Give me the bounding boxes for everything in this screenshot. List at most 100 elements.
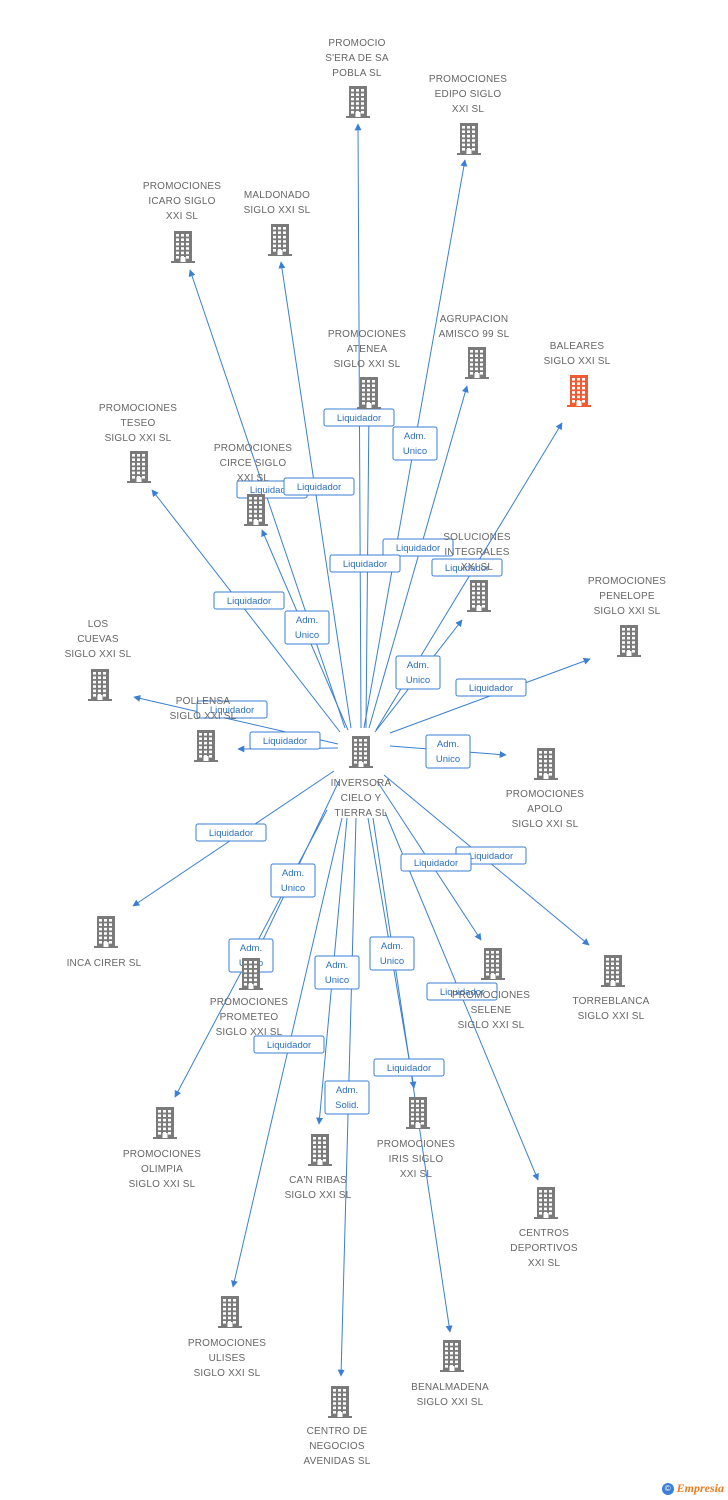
building-icon-center[interactable] (349, 736, 373, 768)
edge-label-text: Liquidador (337, 413, 381, 424)
node-label-apolo-line: PROMOCIONES (506, 789, 584, 800)
edge-label-cuevas[interactable]: Liquidador (196, 700, 268, 719)
edge-to-amisco (368, 385, 469, 729)
edge-label-promocio-sera[interactable]: Liquidador (323, 408, 395, 427)
node-label-amisco-line: AMISCO 99 SL (439, 329, 510, 340)
edge-label-box (213, 591, 285, 610)
node-label-atenea-line: ATENEA (347, 344, 388, 355)
building-icon-circe[interactable] (244, 494, 268, 526)
node-label-cuevas-line: SIGLO XXI SL (65, 649, 132, 660)
node-label-amisco-line: AGRUPACION (440, 314, 509, 325)
edge-label-circe[interactable]: Adm.Unico (284, 610, 330, 645)
node-label-teseo-line: PROMOCIONES (99, 403, 177, 414)
building-icon-selene[interactable] (481, 948, 505, 980)
building-icon-canribas[interactable] (308, 1134, 332, 1166)
building-icon-maldonado[interactable] (268, 224, 292, 256)
edge-label-text: Adm. (381, 941, 403, 952)
edge-label-atenea[interactable]: Liquidador (382, 538, 454, 557)
node-label-prometeo-line: SIGLO XXI SL (216, 1027, 283, 1038)
edge-label-text: Liquidador (250, 485, 294, 496)
building-icon-icaro[interactable] (171, 231, 195, 263)
edge-label-teseo[interactable]: Liquidador (213, 591, 285, 610)
edge-label-ulises[interactable]: Liquidador (253, 1035, 325, 1054)
brand-logo[interactable]: © Empresia (661, 1481, 724, 1496)
edge-label-text: Liquidador (469, 851, 513, 862)
edge-label-penelope[interactable]: Liquidador (455, 678, 527, 697)
edge-label-box (425, 734, 471, 769)
edge-label-canribas[interactable]: Adm.Unico (314, 955, 360, 990)
building-icon-amisco[interactable] (465, 347, 489, 379)
node-label-icaro-line: ICARO SIGLO (148, 196, 215, 207)
edge-label-inca[interactable]: Liquidador (195, 823, 267, 842)
node-label-penelope-line: PENELOPE (599, 591, 655, 602)
building-icon-penelope[interactable] (617, 625, 641, 657)
node-label-cuevas-line: LOS (88, 619, 109, 630)
edge-label-benalmadena[interactable]: Liquidador (373, 1058, 445, 1077)
edge-label-amisco[interactable]: Liquidador (329, 554, 401, 573)
edge-label-text: Liquidador (263, 736, 307, 747)
edge-label-soluciones[interactable]: Adm.Unico (395, 655, 441, 690)
node-label-selene-line: PROMOCIONES (452, 990, 530, 1001)
building-icon-promocio-sera[interactable] (346, 86, 370, 118)
building-icon-pollensa[interactable] (194, 730, 218, 762)
edge-label-maldonado[interactable]: Liquidador (283, 477, 355, 496)
edge-label-text: Liquidador (227, 596, 271, 607)
edge-label-centros[interactable]: Liquidador (426, 982, 498, 1001)
building-icon-cuevas[interactable] (88, 669, 112, 701)
building-icon-benalmadena[interactable] (440, 1340, 464, 1372)
edge-label-box (283, 477, 355, 496)
node-label-edipo-line: XXI SL (452, 104, 485, 115)
building-icon-inca[interactable] (94, 916, 118, 948)
building-icon-centros[interactable] (534, 1187, 558, 1219)
edge-label-edipo[interactable]: Adm.Unico (392, 426, 438, 461)
edge-label-box (426, 982, 498, 1001)
node-label-iris-line: IRIS SIGLO (389, 1154, 444, 1165)
building-icon-ulises[interactable] (218, 1296, 242, 1328)
node-label-circe-line: PROMOCIONES (214, 443, 292, 454)
node-label-apolo-line: APOLO (527, 804, 562, 815)
edge-label-text: Liquidador (469, 683, 513, 694)
building-icon-olimpia[interactable] (153, 1107, 177, 1139)
building-icon-centro-negocios[interactable] (328, 1386, 352, 1418)
edge-label-box (284, 610, 330, 645)
building-icon-baleares[interactable] (567, 375, 591, 407)
edge-label-pollensa[interactable]: Liquidador (249, 731, 321, 750)
edge-label-torreblanca[interactable]: Liquidador (400, 853, 472, 872)
edge-label-text: Unico (295, 630, 319, 641)
edge-label-baleares[interactable]: Liquidador (431, 558, 503, 577)
edge-label-iris[interactable]: Adm.Unico (369, 936, 415, 971)
node-label-inca: INCA CIRER SL (67, 958, 142, 969)
building-icon-torreblanca[interactable] (601, 955, 625, 987)
building-icon-apolo[interactable] (534, 748, 558, 780)
edge-label-prometeo[interactable]: Adm.Unico (270, 863, 316, 898)
edge-label-text: Adm. (437, 739, 459, 750)
building-icon-teseo[interactable] (127, 451, 151, 483)
building-icon-prometeo[interactable] (239, 958, 263, 990)
edge-label-text: Adm. (336, 1085, 358, 1096)
edge-label-box (196, 700, 268, 719)
edge-label-box (249, 731, 321, 750)
building-icon-atenea[interactable] (357, 377, 381, 409)
edge-label-box (431, 558, 503, 577)
node-label-edipo-line: EDIPO SIGLO (435, 89, 502, 100)
building-icon-iris[interactable] (406, 1097, 430, 1129)
node-label-center-line: INVERSORA (331, 778, 392, 789)
edge-label-box (395, 655, 441, 690)
node-label-teseo-line: TESEO (121, 418, 156, 429)
building-icon-edipo[interactable] (457, 123, 481, 155)
edge-label-text: Unico (436, 754, 460, 765)
edge-label-centro-negocios[interactable]: Adm.Solid. (324, 1080, 370, 1115)
edge-label-apolo[interactable]: Adm. Unico (425, 734, 471, 769)
building-icon-soluciones[interactable] (467, 580, 491, 612)
edge-label-text: Liquidador (414, 858, 458, 869)
